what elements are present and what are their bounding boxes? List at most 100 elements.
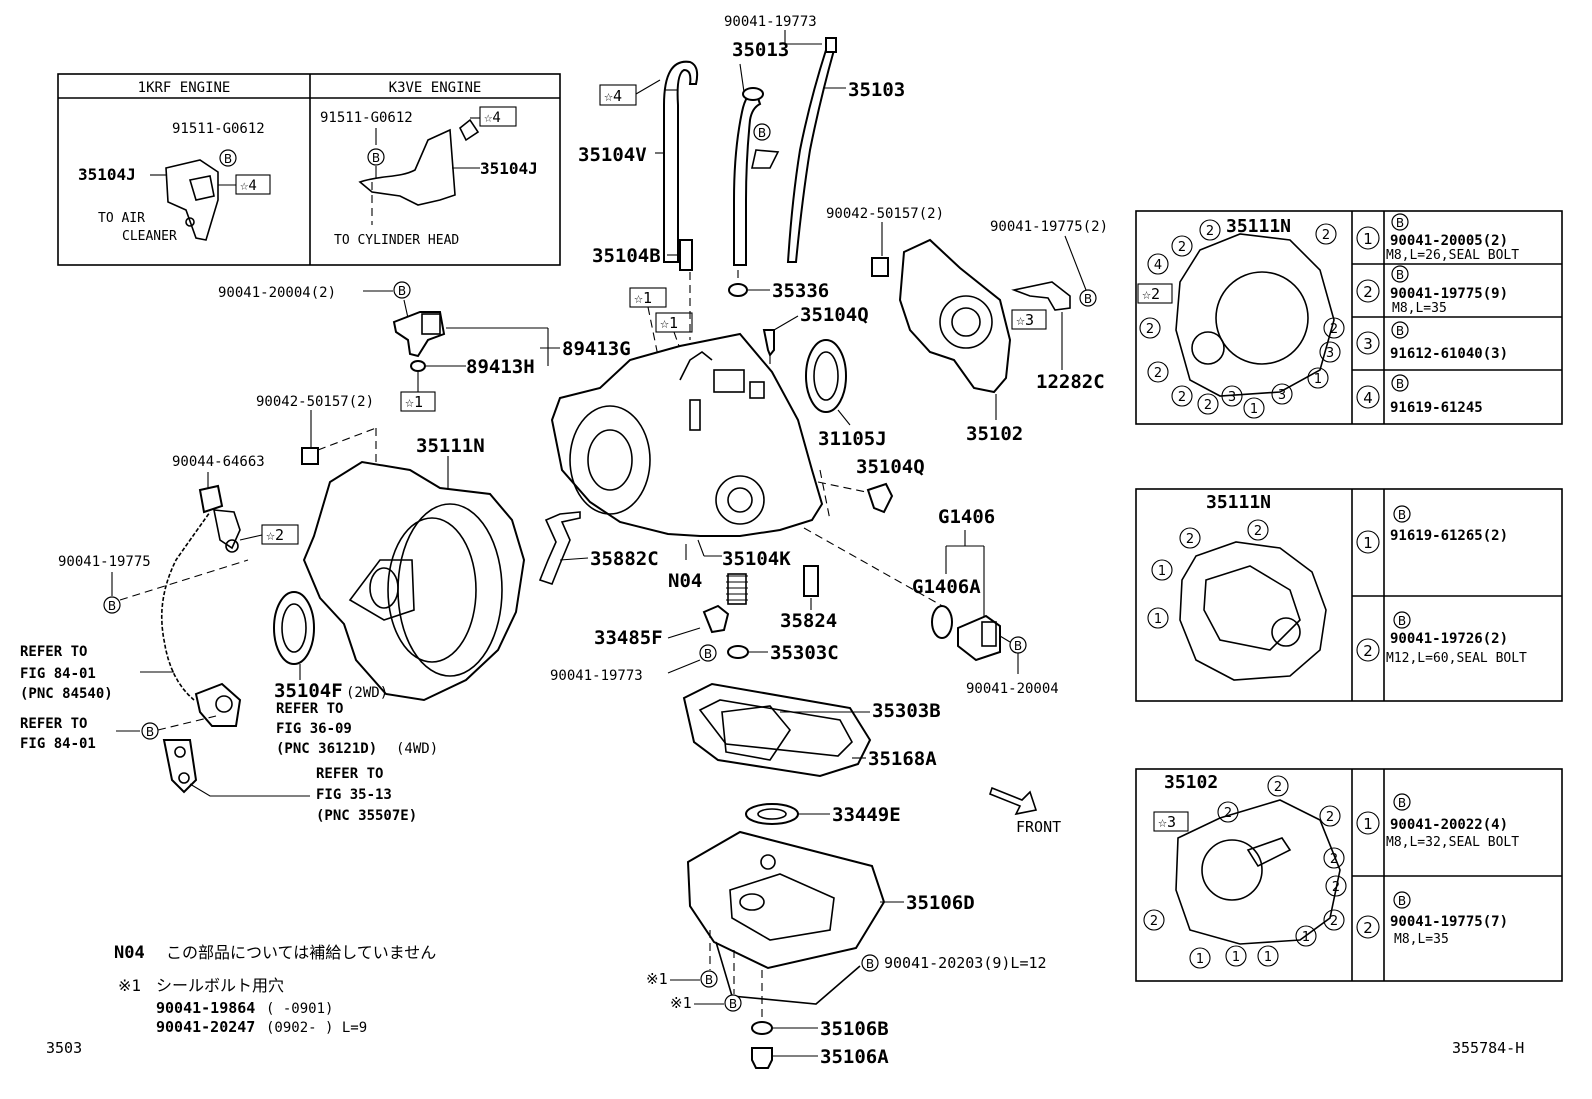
refer35-line2: FIG 35-13: [316, 787, 392, 803]
housing-and-sensor-group: 90041-20004(2) 89413G 89413H 90042-50157…: [20, 281, 631, 824]
svg-text:2: 2: [1322, 228, 1330, 243]
label-star1c: ☆1: [405, 393, 423, 411]
label-35103: 35103: [848, 79, 905, 101]
label-33449E: 33449E: [832, 804, 901, 826]
engine-1krf-note1: TO AIR: [98, 211, 145, 226]
svg-text:1: 1: [1302, 930, 1310, 945]
note1-mark: ※1: [118, 976, 141, 995]
table3-row2-spec: M8,L=35: [1394, 932, 1449, 947]
label-G1406: G1406: [938, 506, 995, 528]
label-star3: ☆3: [1016, 311, 1034, 329]
svg-text:3: 3: [1228, 390, 1236, 405]
refer84a-line3: (PNC 84540): [20, 686, 113, 702]
label-35104Q-b: 35104Q: [856, 456, 925, 478]
svg-text:2: 2: [1274, 780, 1282, 795]
label-star1b: ☆1: [660, 314, 678, 332]
table3-row2-part: 90041-19775(7): [1390, 914, 1508, 930]
label-mark1a: ※1: [646, 970, 668, 988]
svg-text:4: 4: [1154, 258, 1162, 273]
svg-text:2: 2: [1224, 806, 1232, 821]
label-35336: 35336: [772, 280, 829, 302]
svg-text:2: 2: [1154, 366, 1162, 381]
svg-text:1: 1: [1158, 564, 1166, 579]
engine-1krf-star: ☆4: [240, 178, 257, 194]
engine-k3ve-star: ☆4: [484, 110, 501, 126]
label-35106B: 35106B: [820, 1018, 889, 1040]
label-star2: ☆2: [266, 526, 284, 544]
table2-row: 1 91619-61265(2): [1356, 505, 1508, 554]
table2-row: 2 90041-19726(2) M12,L=60,SEAL BOLT: [1356, 611, 1527, 666]
footer-left-code: 3503: [46, 1039, 82, 1057]
engine-1krf-title: 1KRF ENGINE: [138, 80, 231, 96]
table2-row2-num: 2: [1363, 642, 1373, 660]
svg-text:2: 2: [1146, 322, 1154, 337]
refer36-line3: (PNC 36121D): [276, 741, 377, 757]
footer-right-code: 355784-H: [1452, 1039, 1524, 1057]
refer36-4wd: (4WD): [396, 741, 438, 757]
label-33485F: 33485F: [594, 627, 663, 649]
refer84b-line2: FIG 84-01: [20, 736, 96, 752]
label-35104F: 35104F: [274, 680, 343, 702]
engine-k3ve-bolt: 91511-G0612: [320, 110, 413, 126]
engine-1krf-note2: CLEANER: [122, 229, 177, 244]
table2-row1-part: 91619-61265(2): [1390, 528, 1508, 544]
table3-row1-part: 90041-20022(4): [1390, 817, 1508, 833]
note1-line1-part: 90041-19864: [156, 999, 255, 1017]
bolt-table-35102: 35102 ☆3 2 2 2 2 2 2 2 1 1 1 1 1 90041-2…: [1135, 768, 1563, 982]
label-35824: 35824: [780, 610, 837, 632]
label-90041-19773-top: 90041-19773: [724, 14, 817, 30]
label-90041-20004: 90041-20004: [966, 681, 1059, 697]
label-35104Q-a: 35104Q: [800, 304, 869, 326]
table1-row2-part: 90041-19775(9): [1390, 286, 1508, 302]
table1-row4-part: 91619-61245: [1390, 400, 1483, 416]
label-35106D: 35106D: [906, 892, 975, 914]
label-35013: 35013: [732, 39, 789, 61]
table3-row: 1 90041-20022(4) M8,L=32,SEAL BOLT: [1356, 793, 1519, 850]
table3-row1-num: 1: [1363, 815, 1373, 833]
table3-title: 35102: [1164, 772, 1218, 793]
bolt-table-35111n-b: 35111N 2 2 1 1 1 91619-61265(2) 2 90041-…: [1135, 488, 1563, 702]
label-N04: N04: [668, 570, 702, 592]
label-35104K: 35104K: [722, 548, 791, 570]
refer84a-line2: FIG 84-01: [20, 666, 96, 682]
table2-row2-part: 90041-19726(2): [1390, 631, 1508, 647]
table1-star: ☆2: [1142, 285, 1160, 303]
label-35882C: 35882C: [590, 548, 659, 570]
svg-text:1: 1: [1314, 372, 1322, 387]
label-35168A: 35168A: [868, 748, 937, 770]
svg-text:1: 1: [1264, 950, 1272, 965]
note-n04-text: この部品については補給していません: [166, 943, 436, 962]
label-90041-19773: 90041-19773: [550, 668, 643, 684]
label-35102: 35102: [966, 423, 1023, 445]
label-90042-50157-2-top: 90042-50157(2): [826, 206, 944, 222]
label-mark1b: ※1: [670, 994, 692, 1012]
note-n04-code: N04: [114, 943, 145, 963]
table1-row2-spec: M8,L=35: [1392, 301, 1447, 316]
table1-row: 4 91619-61245: [1356, 374, 1483, 416]
note1-text: シールボルト用穴: [156, 976, 284, 995]
transaxle-case-group: 35882C N04 35104K 35824 33485F 35303C 90…: [538, 332, 1061, 1069]
svg-text:2: 2: [1330, 322, 1338, 337]
svg-text:3: 3: [1278, 388, 1286, 403]
table1-row1-num: 1: [1363, 230, 1373, 248]
engine-k3ve-part: 35104J: [480, 159, 538, 178]
table3-row1-spec: M8,L=32,SEAL BOLT: [1386, 835, 1519, 850]
engine-1krf-bolt: 91511-G0612: [172, 121, 265, 137]
svg-text:1: 1: [1232, 950, 1240, 965]
note1-line2-part: 90041-20247: [156, 1018, 255, 1036]
table3-row: 2 90041-19775(7) M8,L=35: [1356, 891, 1508, 947]
table1-row: 2 90041-19775(9) M8,L=35: [1356, 265, 1508, 316]
table1-row: 1 90041-20005(2) M8,L=26,SEAL BOLT: [1356, 213, 1519, 263]
svg-text:1: 1: [1196, 952, 1204, 967]
svg-text:2: 2: [1326, 810, 1334, 825]
label-31105J: 31105J: [818, 428, 887, 450]
side-cover-group: 90042-50157(2) 90041-19775(2) ☆3 12282C …: [805, 206, 1108, 514]
label-90042-50157-2: 90042-50157(2): [256, 394, 374, 410]
table1-row1-spec: M8,L=26,SEAL BOLT: [1386, 248, 1519, 263]
label-35303C: 35303C: [770, 642, 839, 664]
svg-text:2: 2: [1330, 852, 1338, 867]
note1-line2-range: (0902- ) L=9: [266, 1020, 367, 1036]
table1-row: 3 91612-61040(3): [1356, 321, 1508, 362]
label-star1a: ☆1: [634, 289, 652, 307]
